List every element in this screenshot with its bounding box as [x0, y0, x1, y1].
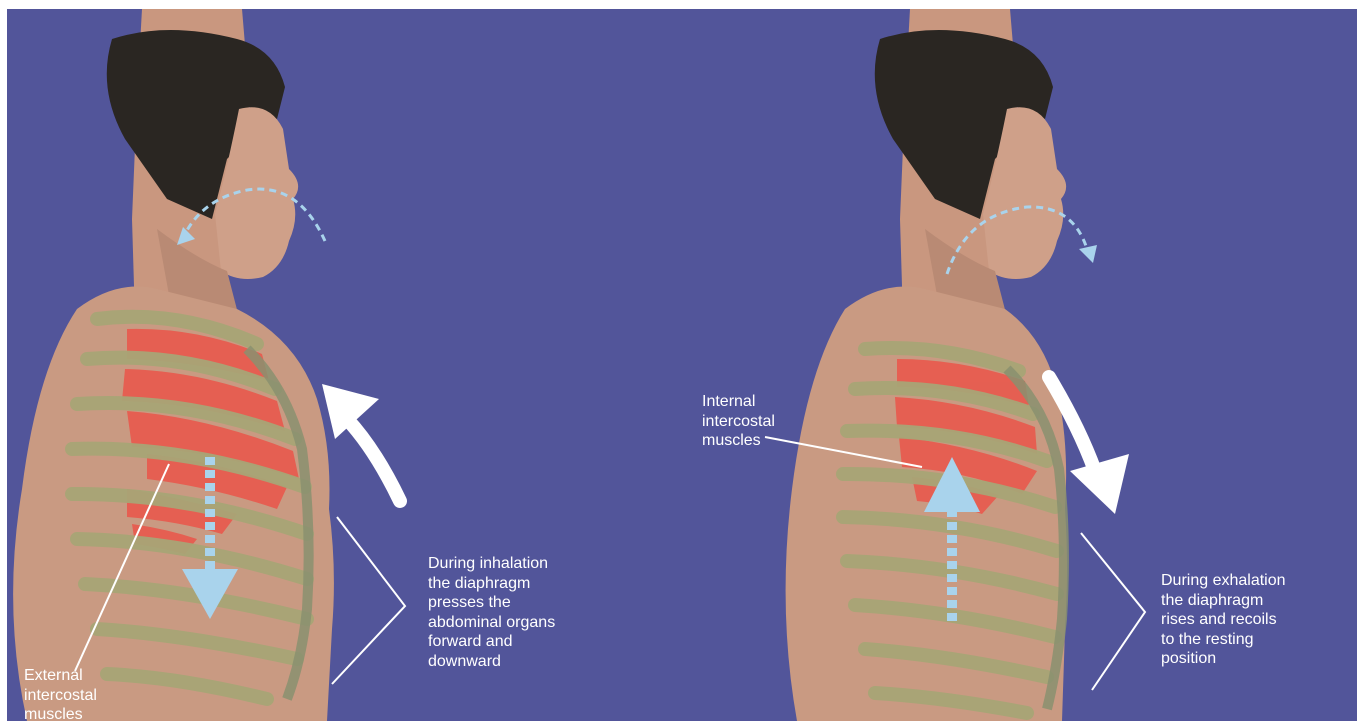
internal-intercostal-label: Internal intercostal muscles	[702, 392, 775, 451]
breathing-illustration	[7, 9, 1357, 721]
inhalation-caption: During inhalation the diaphragm presses …	[428, 554, 555, 671]
external-intercostal-label: External intercostal muscles	[24, 666, 97, 725]
exhalation-caption: During exhalation the diaphragm rises an…	[1161, 571, 1286, 669]
